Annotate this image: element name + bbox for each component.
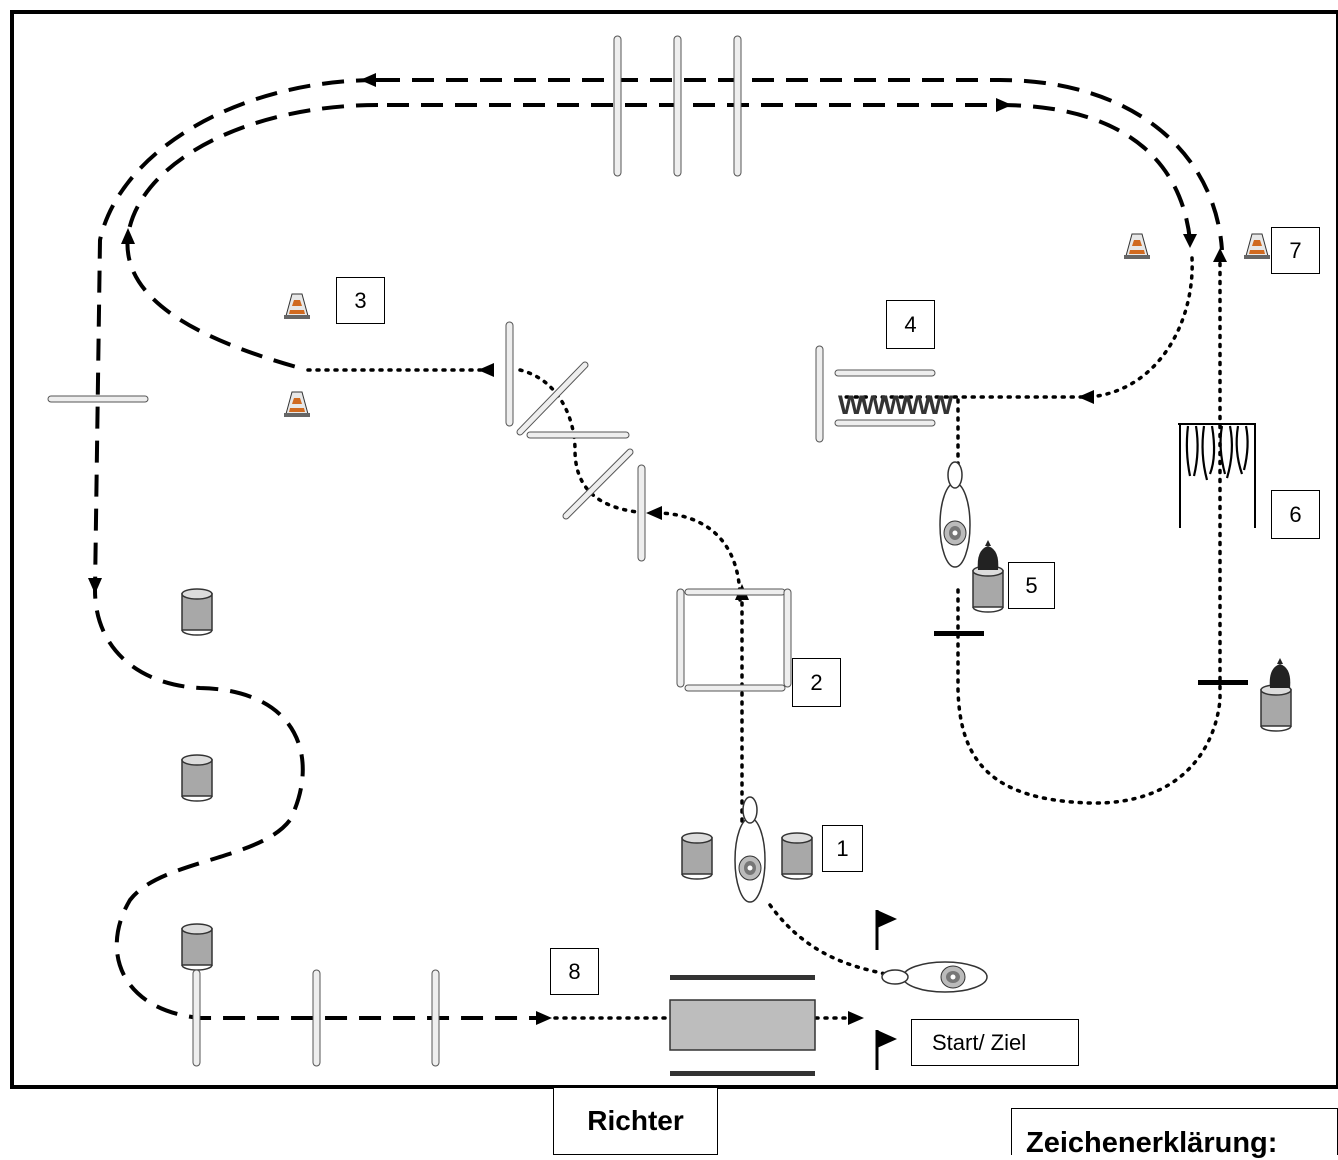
route-dotted-right-up [838, 256, 1194, 399]
route-dotted-right-down [956, 256, 1222, 805]
barrel-icon [181, 754, 213, 802]
start-finish-label: Start/ Ziel [911, 1019, 1079, 1066]
station-4-obstacle [815, 345, 936, 443]
judge-box: Richter [553, 1087, 718, 1155]
arrow-station4 [1078, 390, 1094, 404]
station-label-1: 1 [822, 825, 863, 872]
cone-icon [1123, 233, 1151, 260]
legend-title: Zeichenerklärung: [1011, 1108, 1338, 1159]
barrel-icon [972, 565, 1004, 613]
arrow-right-down [1183, 234, 1197, 248]
station-label-2: 2 [792, 658, 841, 707]
bottom-poles [192, 969, 440, 1067]
horse-icon [939, 461, 971, 568]
route-dashed-top-outer [378, 78, 1224, 251]
arrow-top-right [996, 98, 1012, 112]
bag-icon [1269, 658, 1291, 688]
left-pole [47, 395, 149, 403]
curtain-gate [1178, 423, 1256, 528]
cone-icon [1243, 233, 1271, 260]
route-dashed-left-outer [92, 78, 545, 1020]
barrel-icon [1260, 684, 1292, 732]
arrow-slalom [646, 506, 662, 520]
route-dashed-top-inner [378, 103, 1192, 241]
station-label-6: 6 [1271, 490, 1320, 539]
mat-line-bottom [670, 1071, 815, 1076]
route-dashed-left-inner [125, 103, 379, 370]
top-poles [613, 35, 742, 177]
bag-icon [977, 540, 999, 570]
station-label-7: 7 [1271, 227, 1320, 274]
brush-obstacle: WWWWW [838, 390, 954, 420]
arrow-finish [848, 1011, 864, 1025]
station-label-4: 4 [886, 300, 935, 349]
barrel-icon [681, 832, 713, 880]
horse-icon [734, 796, 766, 903]
bar-station5 [934, 631, 984, 636]
route-dotted-up-2 [658, 511, 742, 602]
arrow-left-down [88, 578, 102, 594]
arrow-top-left [360, 73, 376, 87]
route-dotted-slalom [518, 368, 650, 515]
horse-icon [881, 961, 988, 993]
arrow-bottom-dash [536, 1011, 552, 1025]
arrow-station3 [478, 363, 494, 377]
arrow-right-up [1213, 248, 1227, 262]
mat-line-top [670, 975, 815, 980]
arrow-left-up [121, 228, 135, 244]
route-dotted-start [768, 903, 892, 977]
barrel-icon [181, 588, 213, 636]
cone-icon [283, 391, 311, 418]
flag-icon [875, 908, 899, 952]
cone-icon [283, 293, 311, 320]
station-2-square [676, 588, 792, 692]
station-label-3: 3 [336, 277, 385, 324]
bar-right [1198, 680, 1248, 685]
barrel-icon [781, 832, 813, 880]
barrel-icon [181, 923, 213, 971]
start-mat [669, 999, 816, 1051]
flag-icon [875, 1028, 899, 1072]
station-label-8: 8 [550, 948, 599, 995]
station-label-5: 5 [1008, 562, 1055, 609]
zigzag-poles [505, 321, 646, 562]
